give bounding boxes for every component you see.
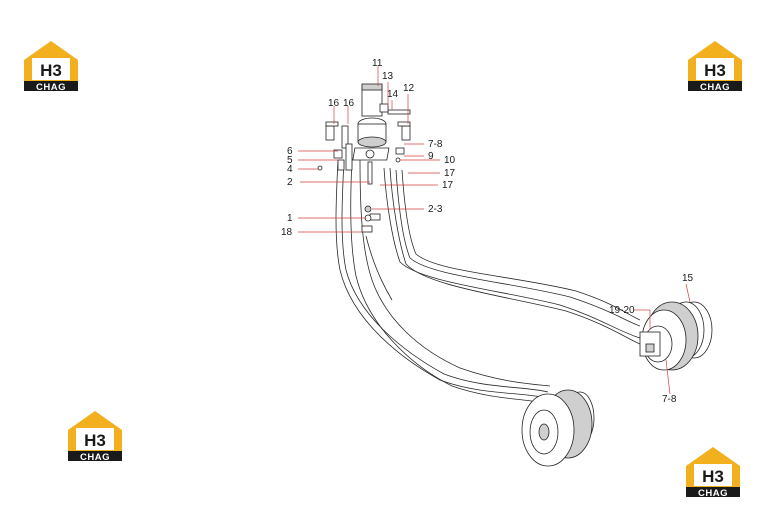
callout-16-left: 16 bbox=[328, 98, 340, 109]
left-travel-motor bbox=[521, 389, 595, 467]
callout-7-8-bottom: 7-8 bbox=[662, 394, 677, 405]
center-swivel-joint bbox=[352, 83, 411, 185]
leader-lines bbox=[298, 66, 691, 395]
callout-12: 12 bbox=[403, 83, 415, 94]
logo-top-right: H3 CHAG bbox=[686, 40, 744, 92]
svg-text:H3: H3 bbox=[40, 61, 62, 80]
callout-14: 14 bbox=[387, 89, 399, 100]
svg-text:H3: H3 bbox=[84, 431, 106, 450]
svg-text:CHAG: CHAG bbox=[80, 452, 110, 462]
callout-2: 2 bbox=[287, 177, 293, 188]
hoses-to-left-motor bbox=[335, 159, 551, 405]
logo-bottom-right: H3 CHAG bbox=[684, 446, 742, 498]
callout-11: 11 bbox=[372, 58, 383, 69]
callout-2-3: 2-3 bbox=[428, 204, 443, 215]
callout-17-upper: 17 bbox=[444, 168, 456, 179]
callout-18: 18 bbox=[281, 227, 293, 238]
svg-text:CHAG: CHAG bbox=[700, 82, 730, 92]
svg-text:CHAG: CHAG bbox=[698, 488, 728, 498]
hoses-to-right-motor bbox=[383, 167, 641, 345]
callout-10: 10 bbox=[444, 155, 456, 166]
right-travel-motor bbox=[639, 301, 713, 371]
callout-17-lower: 17 bbox=[442, 180, 454, 191]
callout-5: 5 bbox=[287, 155, 293, 166]
logo-top-left: H3 CHAG bbox=[22, 40, 80, 92]
callout-labels: 11 13 12 14 16 16 7-8 6 9 5 10 4 17 2 17… bbox=[281, 58, 694, 405]
svg-text:CHAG: CHAG bbox=[36, 82, 66, 92]
logo-bottom-left: H3 CHAG bbox=[66, 410, 124, 462]
callout-19-20: 19-20 bbox=[609, 305, 635, 316]
svg-text:H3: H3 bbox=[704, 61, 726, 80]
callout-6: 6 bbox=[287, 146, 293, 157]
callout-9: 9 bbox=[428, 151, 434, 162]
callout-4: 4 bbox=[287, 164, 293, 175]
callout-16-right: 16 bbox=[343, 98, 355, 109]
svg-text:H3: H3 bbox=[702, 467, 724, 486]
callout-1: 1 bbox=[287, 213, 293, 224]
callout-15: 15 bbox=[682, 273, 694, 284]
callout-13: 13 bbox=[382, 71, 394, 82]
fittings bbox=[317, 121, 411, 233]
callout-7-8-top: 7-8 bbox=[428, 139, 443, 150]
